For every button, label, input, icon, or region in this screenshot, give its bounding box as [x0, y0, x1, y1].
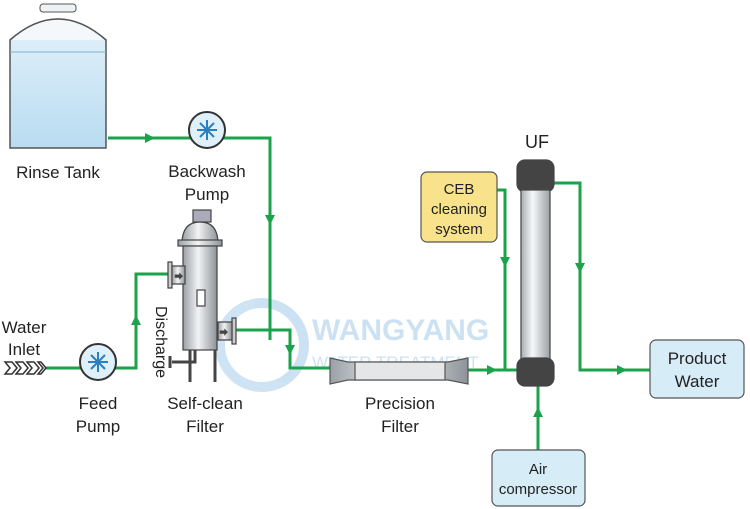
- air-compressor-label-2: compressor: [499, 481, 577, 498]
- ceb-label-3: system: [435, 221, 483, 238]
- pipe-ceb-to-uf: [496, 188, 510, 267]
- backwash-pump-label-1: Backwash: [168, 162, 245, 181]
- rinse-tank-label: Rinse Tank: [16, 163, 100, 182]
- ceb-cleaning-system-box: [420, 171, 498, 243]
- pipe-feed-to-filter: [114, 315, 141, 370]
- air-compressor-label-1: Air: [529, 461, 547, 478]
- product-water-label-1: Product: [668, 349, 727, 368]
- feed-pump-label-1: Feed: [79, 394, 118, 413]
- pipe-uf-to-product: [553, 181, 585, 273]
- feed-pump-label-2: Pump: [76, 417, 120, 436]
- self-clean-filter-label-2: Filter: [186, 417, 224, 436]
- backwash-pump-icon: [188, 111, 226, 149]
- air-compressor-box: [491, 449, 586, 507]
- backwash-pump-label-2: Pump: [185, 185, 229, 204]
- ceb-label-2: cleaning: [431, 201, 487, 218]
- product-water-box: [649, 339, 745, 399]
- pipelines: [46, 133, 650, 450]
- precision-filter-label-1: Precision: [365, 394, 435, 413]
- product-water-label-2: Water: [675, 372, 720, 391]
- discharge-label: Discharge: [152, 306, 169, 378]
- water-inlet-label-2: Inlet: [8, 340, 40, 359]
- precision-filter-label-2: Filter: [381, 417, 419, 436]
- pipe-backwash-to-filter-outlet: [222, 136, 275, 225]
- svg-text:⇨: ⇨: [175, 271, 183, 281]
- self-clean-filter-label-1: Self-clean: [167, 394, 243, 413]
- uf-membrane-column: [516, 159, 555, 387]
- svg-text:WANGYANG: WANGYANG: [312, 314, 489, 347]
- uf-label: UF: [525, 132, 549, 152]
- self-clean-filter: ⇨ ⇨: [167, 209, 237, 382]
- precision-filter: [329, 357, 469, 385]
- inlet-chevrons-icon: [3, 361, 47, 375]
- feed-pump-icon: [79, 343, 117, 381]
- ceb-label-1: CEB: [444, 181, 475, 198]
- rinse-tank: [9, 3, 107, 149]
- pipe-filter-outlet-to-precision: [236, 328, 295, 355]
- water-inlet-label-1: Water: [2, 318, 47, 337]
- svg-text:⇨: ⇨: [220, 327, 228, 337]
